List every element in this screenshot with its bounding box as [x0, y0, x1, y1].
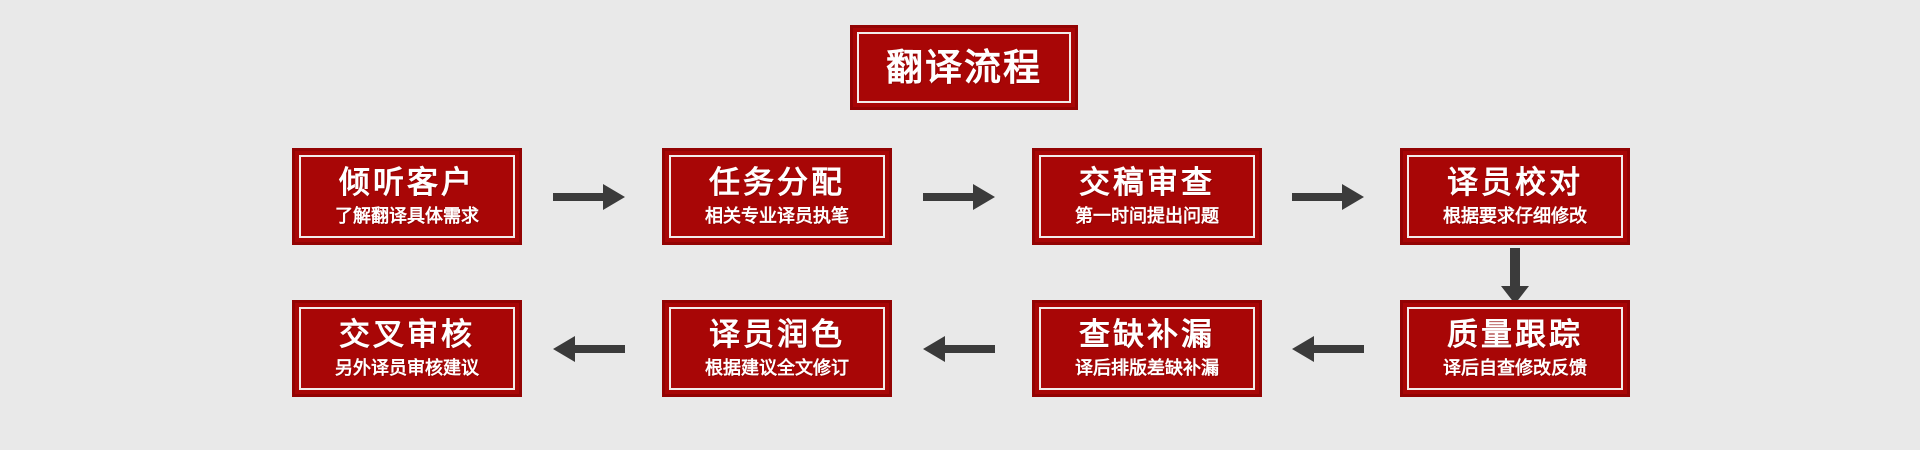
step-title: 倾听客户: [339, 164, 475, 201]
step-content: 译员校对 根据要求仔细修改: [1403, 151, 1627, 242]
arrow-right-icon: [923, 180, 995, 214]
step-content: 倾听客户 了解翻译具体需求: [295, 151, 519, 242]
step-subtitle: 根据要求仔细修改: [1443, 205, 1587, 227]
step-box-translator-proofread[interactable]: 译员校对 根据要求仔细修改: [1400, 148, 1630, 245]
step-content: 任务分配 相关专业译员执笔: [665, 151, 889, 242]
page-title: 翻译流程: [886, 46, 1042, 89]
step-title: 译员润色: [709, 316, 845, 353]
arrow-left-icon: [923, 332, 995, 366]
step-subtitle: 了解翻译具体需求: [335, 205, 479, 227]
step-box-listen-client[interactable]: 倾听客户 了解翻译具体需求: [292, 148, 522, 245]
step-title: 交稿审查: [1079, 164, 1215, 201]
step-content: 交叉审核 另外译员审核建议: [295, 303, 519, 394]
step-box-task-assignment[interactable]: 任务分配 相关专业译员执笔: [662, 148, 892, 245]
step-title: 查缺补漏: [1079, 316, 1215, 353]
arrow-left-icon: [1292, 332, 1364, 366]
step-subtitle: 译后自查修改反馈: [1443, 357, 1587, 379]
step-content: 质量跟踪 译后自查修改反馈: [1403, 303, 1627, 394]
step-subtitle: 第一时间提出问题: [1075, 205, 1219, 227]
arrow-right-icon: [1292, 180, 1364, 214]
flowchart-title-box: 翻译流程: [850, 25, 1078, 110]
step-title: 交叉审核: [339, 316, 475, 353]
step-subtitle: 另外译员审核建议: [335, 357, 479, 379]
arrow-left-icon: [553, 332, 625, 366]
step-title: 质量跟踪: [1447, 316, 1583, 353]
arrow-right-icon: [553, 180, 625, 214]
step-box-cross-review[interactable]: 交叉审核 另外译员审核建议: [292, 300, 522, 397]
step-content: 译员润色 根据建议全文修订: [665, 303, 889, 394]
step-content: 交稿审查 第一时间提出问题: [1035, 151, 1259, 242]
step-box-submission-review[interactable]: 交稿审查 第一时间提出问题: [1032, 148, 1262, 245]
step-title: 任务分配: [709, 164, 845, 201]
step-subtitle: 译后排版差缺补漏: [1075, 357, 1219, 379]
step-content: 查缺补漏 译后排版差缺补漏: [1035, 303, 1259, 394]
step-box-quality-tracking[interactable]: 质量跟踪 译后自查修改反馈: [1400, 300, 1630, 397]
step-box-translator-polish[interactable]: 译员润色 根据建议全文修订: [662, 300, 892, 397]
step-subtitle: 相关专业译员执笔: [705, 205, 849, 227]
step-subtitle: 根据建议全文修订: [705, 357, 849, 379]
step-title: 译员校对: [1447, 164, 1583, 201]
step-box-gap-check[interactable]: 查缺补漏 译后排版差缺补漏: [1032, 300, 1262, 397]
arrow-down-icon: [1498, 248, 1532, 304]
